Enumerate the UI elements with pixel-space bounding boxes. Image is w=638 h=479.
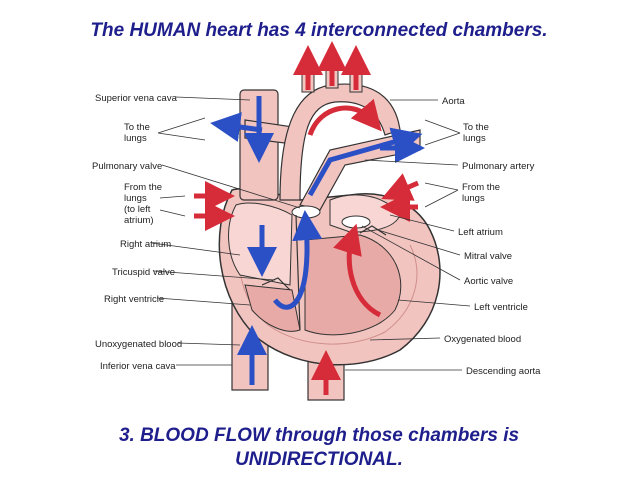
label-to-lungs-left-2: lungs <box>124 133 147 144</box>
page-title: The HUMAN heart has 4 interconnected cha… <box>90 20 548 41</box>
aortic-valve <box>341 215 371 229</box>
label-from-lungs-left-2: lungs <box>124 193 147 204</box>
label-right-atrium: Right atrium <box>120 239 171 250</box>
label-descending-aorta: Descending aorta <box>466 366 541 377</box>
right-ventricle-chamber <box>244 284 301 332</box>
label-mitral-valve: Mitral valve <box>464 251 512 262</box>
label-to-lungs-right-1: To the <box>463 122 489 133</box>
leader-lines <box>151 96 471 371</box>
label-superior-vena-cava: Superior vena cava <box>95 93 178 104</box>
mitral-valve <box>359 225 387 236</box>
label-to-lungs-right-2: lungs <box>463 133 486 144</box>
label-to-lungs-left-1: To the <box>124 122 150 133</box>
label-unoxygenated-blood: Unoxygenated blood <box>95 339 182 350</box>
label-tricuspid-valve: Tricuspid valve <box>112 267 175 278</box>
label-right-ventricle: Right ventricle <box>104 294 164 305</box>
caption-line-1: 3. BLOOD FLOW through those chambers is <box>118 425 520 446</box>
label-pulmonary-valve: Pulmonary valve <box>92 161 162 172</box>
label-from-lungs-right-2: lungs <box>462 193 485 204</box>
label-from-lungs-right-1: From the <box>462 182 500 193</box>
caption-line-2: UNIDIRECTIONAL. <box>235 449 403 470</box>
label-from-lungs-left-3: (to left <box>124 204 151 215</box>
label-aorta: Aorta <box>442 96 465 107</box>
label-left-ventricle: Left ventricle <box>474 302 528 313</box>
label-oxygenated-blood: Oxygenated blood <box>444 334 521 345</box>
label-from-lungs-left-4: atrium) <box>124 215 154 226</box>
deoxygenated-flow-arrows <box>210 96 425 385</box>
label-pulmonary-artery: Pulmonary artery <box>462 161 535 172</box>
label-left-atrium: Left atrium <box>458 227 503 238</box>
tricuspid-valve <box>261 277 291 291</box>
label-inferior-vena-cava: Inferior vena cava <box>100 361 176 372</box>
label-from-lungs-left-1: From the <box>124 182 162 193</box>
oxygenated-flow-arrows <box>194 41 419 395</box>
label-aortic-valve: Aortic valve <box>464 276 513 287</box>
